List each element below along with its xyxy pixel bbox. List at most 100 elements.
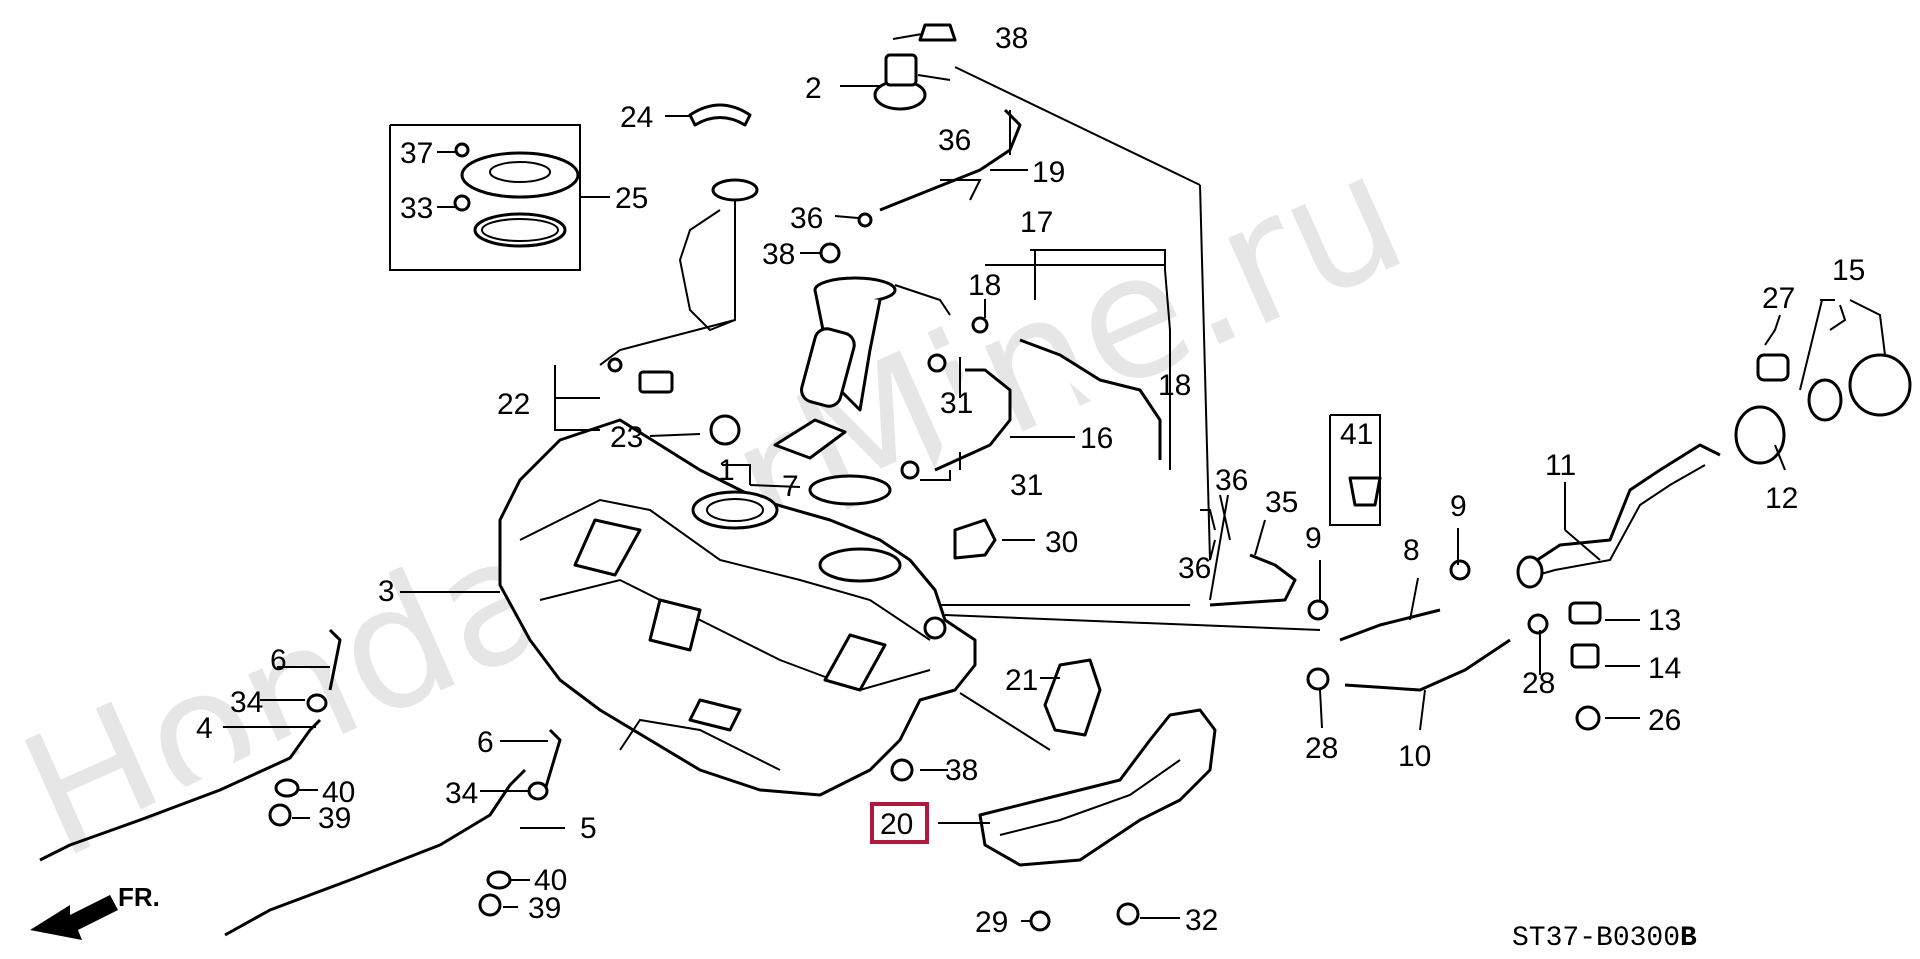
hose-35 [1209,553,1297,607]
callout-part-36-mid[interactable]: 36 [790,202,823,235]
callout-part-30[interactable]: 30 [1045,526,1078,559]
callout-part-38-top[interactable]: 38 [995,22,1028,55]
callout-part-29[interactable]: 29 [975,906,1008,939]
highlight-box-part-20 [870,802,929,844]
bolt-29 [1029,910,1051,932]
callout-part-41[interactable]: 41 [1340,418,1373,451]
filler-pipe [1516,443,1721,589]
callout-part-2[interactable]: 2 [805,72,822,105]
clip-31b [900,460,920,480]
diagram-code-number: ST37-B0300 [1512,923,1680,954]
callout-part-26[interactable]: 26 [1648,704,1681,737]
fuel-gauge-sender [599,178,759,394]
callout-part-27[interactable]: 27 [1762,282,1795,315]
nut-34a [306,693,328,713]
clip-38b [819,242,841,264]
callout-part-21[interactable]: 21 [1005,664,1038,697]
callout-part-38-mid[interactable]: 38 [762,238,795,271]
fuel-cut-valve [873,53,951,111]
callout-part-6-lower[interactable]: 6 [477,726,494,759]
callout-part-23[interactable]: 23 [610,421,643,454]
hose-10 [1344,638,1511,692]
callout-part-13[interactable]: 13 [1648,604,1681,637]
callout-part-28-right[interactable]: 28 [1522,667,1555,700]
callout-part-31-upper[interactable]: 31 [940,387,973,420]
lock-ring [688,103,752,127]
bolt-6b [543,728,562,791]
hose-16 [934,368,1012,472]
cap-14 [1570,643,1600,669]
diagram-code-variant: B [1680,923,1697,954]
callout-part-8[interactable]: 8 [1403,534,1420,567]
callout-part-5[interactable]: 5 [580,812,597,845]
callout-part-7[interactable]: 7 [782,470,799,503]
callout-part-16[interactable]: 16 [1080,422,1113,455]
fuel-pump-assembly [773,276,951,460]
gasket-7 [808,474,892,506]
clip-36a [857,212,873,228]
grommet-13 [1568,601,1602,625]
callout-part-36-top[interactable]: 36 [938,124,971,157]
callout-part-22[interactable]: 22 [497,388,530,421]
filler-neck [1734,405,1786,465]
callout-part-4[interactable]: 4 [196,712,213,745]
grommet-top [918,23,957,42]
nut-38-center [890,758,914,782]
callout-part-36-right[interactable]: 36 [1215,464,1248,497]
clip-32 [1116,902,1140,926]
leader-lines [223,33,1886,922]
callout-part-20[interactable]: 20 [880,808,913,841]
washer-40a [274,778,300,798]
callout-part-24[interactable]: 24 [620,101,653,134]
clip-23 [709,414,741,446]
callout-part-25[interactable]: 25 [615,182,648,215]
callout-part-31-lower[interactable]: 31 [1010,469,1043,502]
callouts[interactable]: 1 2 3 4 5 6 6 7 8 9 9 10 11 12 13 14 15 … [196,22,1865,939]
callout-part-34-lower[interactable]: 34 [445,777,478,810]
callout-part-12[interactable]: 12 [1765,482,1798,515]
callout-part-35[interactable]: 35 [1265,486,1298,519]
callout-part-38-bottom[interactable]: 38 [945,754,978,787]
callout-part-36-lower[interactable]: 36 [1178,552,1211,585]
callout-part-9-left[interactable]: 9 [1305,522,1322,555]
callout-part-18-left[interactable]: 18 [968,269,1001,302]
callout-part-11[interactable]: 11 [1545,449,1576,482]
heat-shield [978,708,1217,867]
strap-4 [39,718,322,862]
callout-part-15[interactable]: 15 [1832,254,1865,287]
callout-part-28-left[interactable]: 28 [1305,732,1338,765]
clamp-30 [953,518,997,560]
clip-31a [927,353,947,373]
callout-part-1[interactable]: 1 [718,454,735,487]
front-label: FR. [118,882,160,912]
clamp-28b [1527,613,1549,635]
washer-40b [486,870,512,890]
clamp-9a [1307,599,1329,621]
callout-part-6-upper[interactable]: 6 [270,644,287,677]
callout-part-40-lower[interactable]: 40 [534,864,567,897]
callout-part-34-upper[interactable]: 34 [230,686,263,719]
callout-part-10[interactable]: 10 [1398,740,1431,773]
callout-part-33[interactable]: 33 [400,192,433,225]
callout-part-14[interactable]: 14 [1648,652,1681,685]
front-direction-indicator: FR. [30,882,160,940]
callout-part-3[interactable]: 3 [378,575,395,608]
clip-18a [971,316,989,334]
callout-part-17[interactable]: 17 [1020,206,1053,239]
callout-part-32[interactable]: 32 [1185,904,1218,937]
cover-set [453,142,580,248]
callout-part-39-lower[interactable]: 39 [528,892,561,925]
diagram-code: ST37-B0300 B [1512,923,1697,954]
callout-part-40-upper[interactable]: 40 [322,776,355,809]
clamp-28a [1306,667,1330,691]
callout-part-9-right[interactable]: 9 [1450,490,1467,523]
nut-39a [268,803,292,827]
cap-ring [1807,378,1843,422]
hose-8 [1339,608,1441,642]
callout-part-19[interactable]: 19 [1032,156,1065,189]
callout-part-18-right[interactable]: 18 [1158,369,1191,402]
callout-part-37[interactable]: 37 [400,137,433,170]
callout-part-39-upper[interactable]: 39 [318,802,351,835]
nut-34b [527,781,549,801]
